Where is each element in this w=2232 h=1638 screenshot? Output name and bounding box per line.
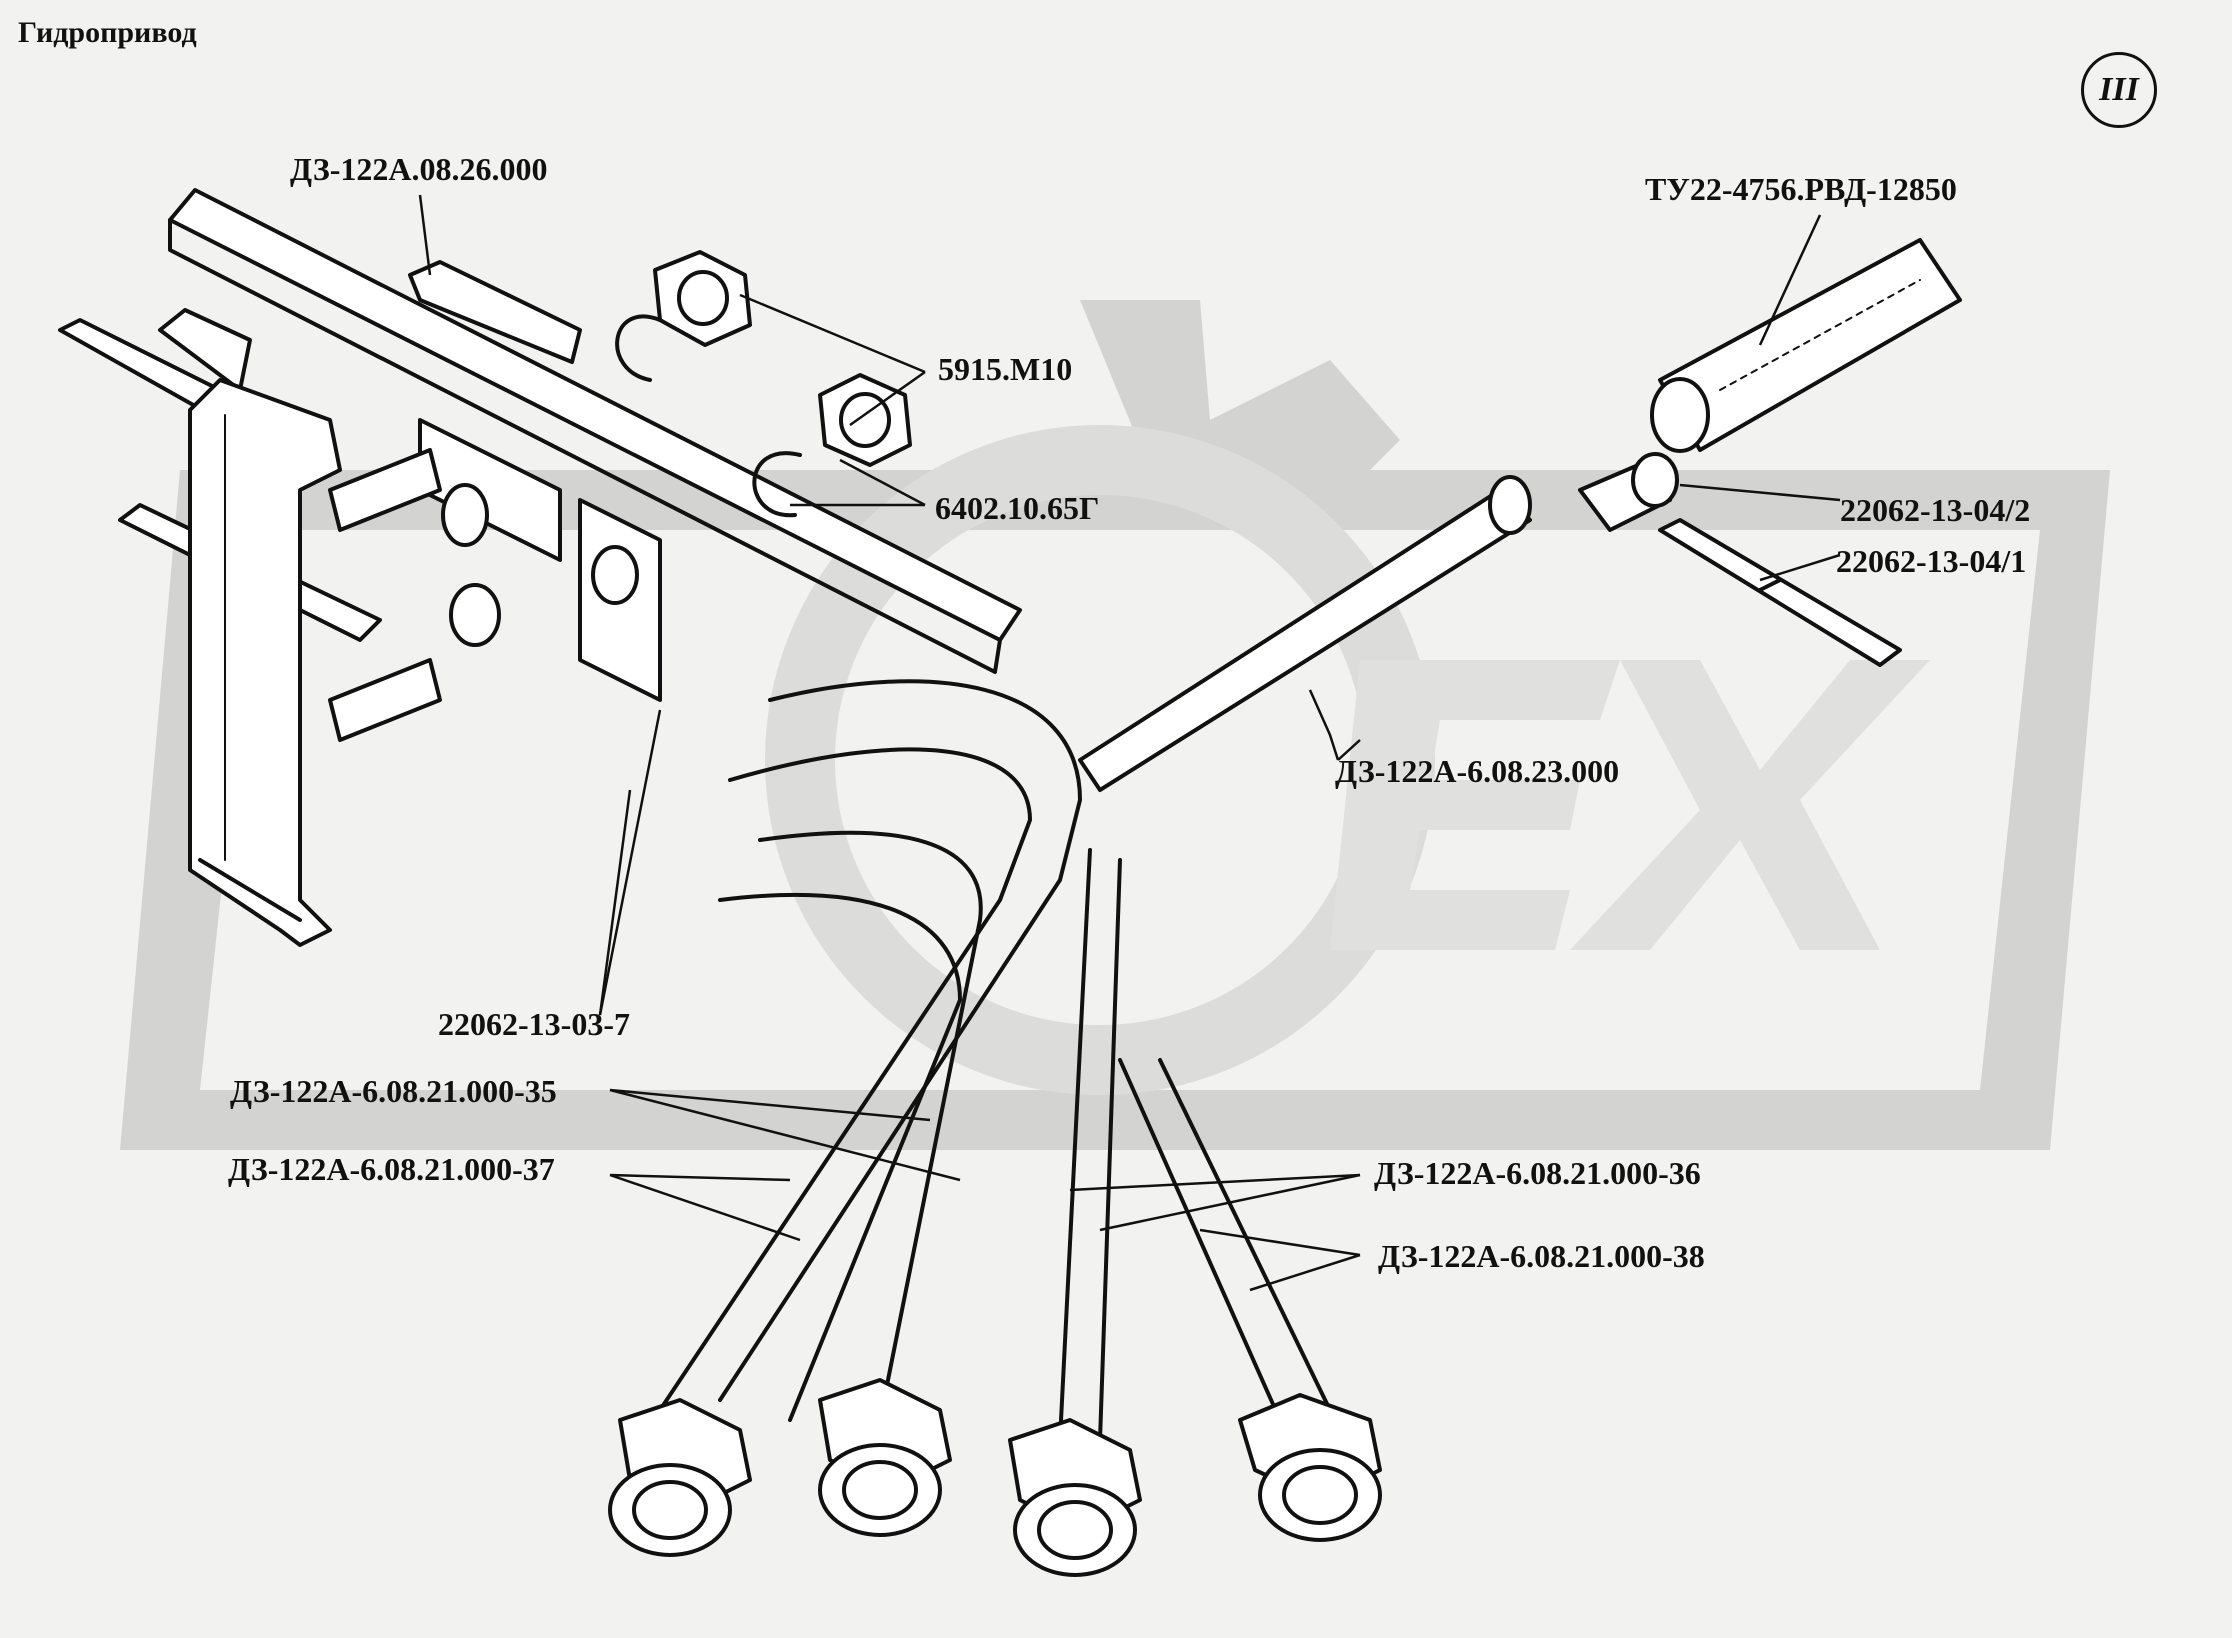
label-nut: 5915.М10 bbox=[938, 351, 1073, 387]
label-tube-38: ДЗ-122А-6.08.21.000-38 bbox=[1378, 1238, 1705, 1274]
fitting-strip bbox=[1658, 518, 1902, 667]
end-fittings bbox=[608, 1378, 1382, 1577]
label-tube-35: ДЗ-122А-6.08.21.000-35 bbox=[230, 1073, 557, 1109]
label-fitting-2: 22062-13-04/2 bbox=[1840, 492, 2031, 528]
watermark-logo bbox=[120, 300, 2110, 1150]
hose-rvd bbox=[1650, 238, 1962, 453]
end-fitting-4 bbox=[1238, 1393, 1382, 1542]
bent-tubes bbox=[658, 679, 1332, 1442]
label-tube-37: ДЗ-122А-6.08.21.000-37 bbox=[228, 1151, 555, 1187]
label-tube-36: ДЗ-122А-6.08.21.000-36 bbox=[1374, 1155, 1701, 1191]
sheet-number-badge: III bbox=[2081, 52, 2157, 128]
label-fitting-1: 22062-13-04/1 bbox=[1836, 543, 2027, 579]
end-fitting-2 bbox=[818, 1378, 952, 1537]
threaded-studs bbox=[328, 448, 639, 742]
clamp-bracket bbox=[188, 378, 342, 947]
end-fitting-3 bbox=[1008, 1418, 1142, 1577]
page-title: Гидропривод bbox=[18, 16, 197, 49]
label-washer: 6402.10.65Г bbox=[935, 490, 1100, 526]
label-hose-rvd: ТУ22-4756.РВД-12850 bbox=[1645, 171, 1957, 207]
label-clamp: 22062-13-03-7 bbox=[438, 1006, 630, 1042]
end-fitting-1 bbox=[608, 1398, 752, 1557]
leader-lines bbox=[418, 194, 1841, 1292]
main-tube bbox=[1078, 452, 1679, 792]
label-bar-assembly: ДЗ-122А.08.26.000 bbox=[290, 151, 548, 187]
label-tube-main: ДЗ-122А-6.08.23.000 bbox=[1335, 753, 1620, 789]
